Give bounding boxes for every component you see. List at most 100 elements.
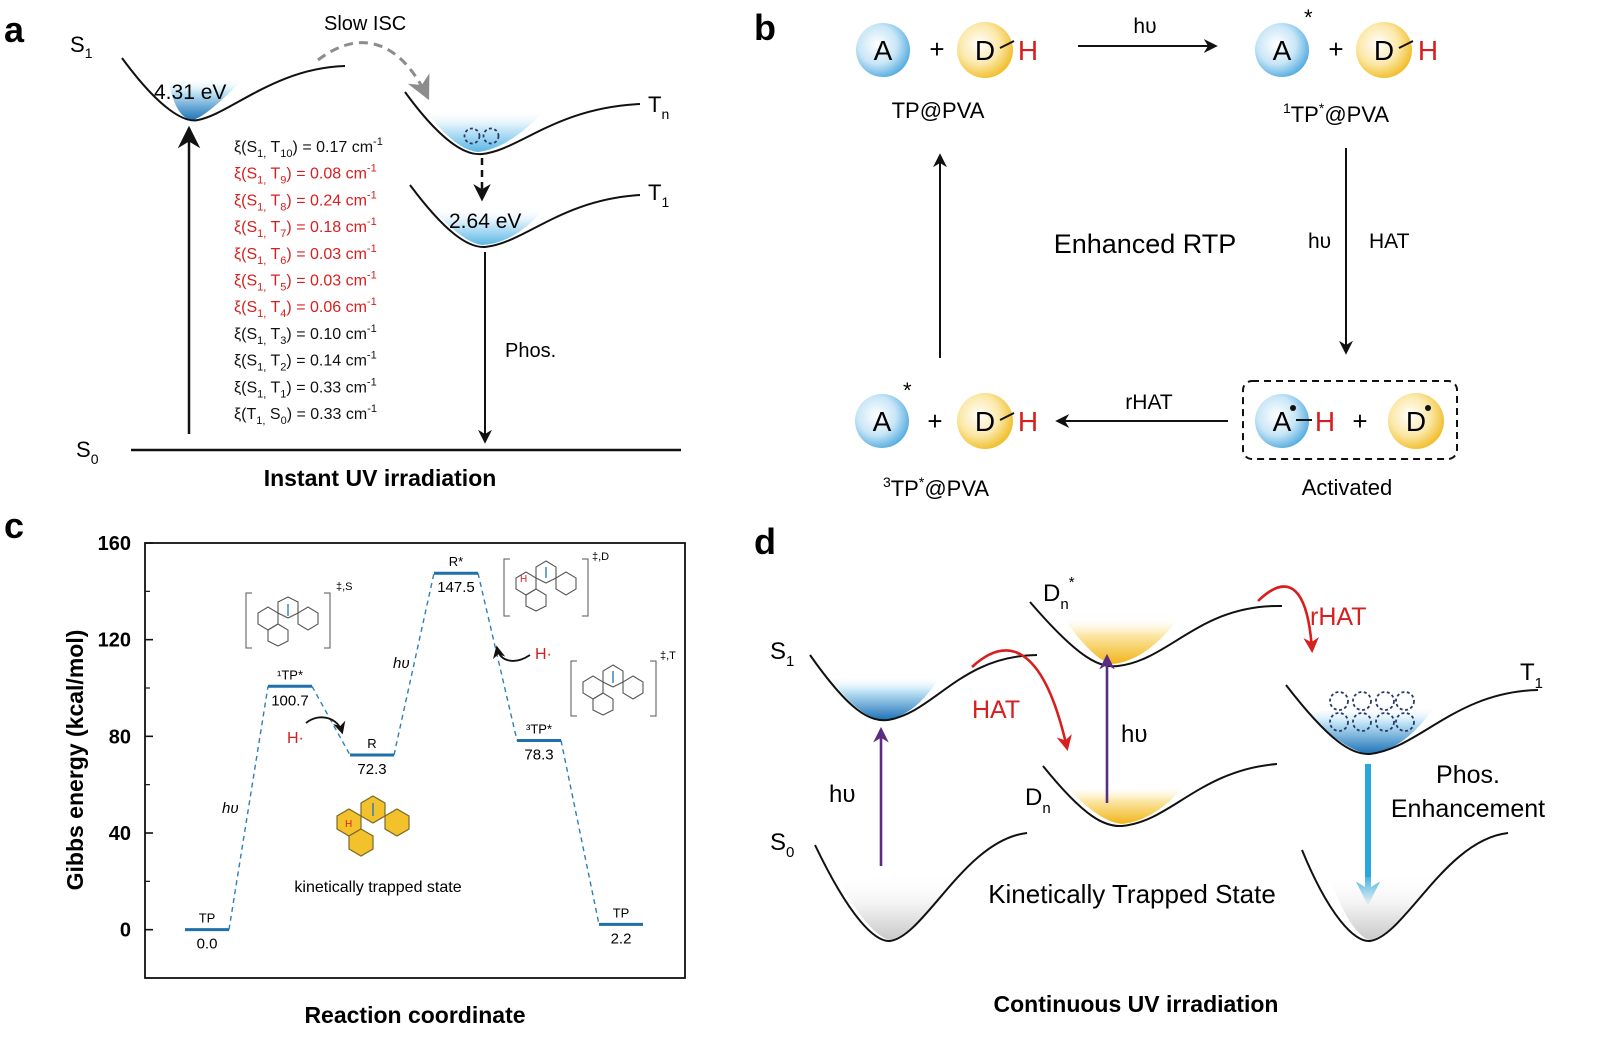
s1-curve xyxy=(809,654,1038,722)
soc-entry: ξ(S1, T10) = 0.17 cm-1 xyxy=(234,136,383,160)
ts-s-label: ‡,S xyxy=(336,581,353,593)
ts-structure-t: ‡,T xyxy=(570,650,676,717)
dn-curve xyxy=(1042,763,1278,828)
donor-label: D xyxy=(1374,35,1394,66)
h-radical-label: H· xyxy=(287,730,304,747)
t1-well-fill xyxy=(433,208,545,245)
t1-energy: 2.64 eV xyxy=(449,210,521,233)
tn-curve xyxy=(404,91,641,156)
plus-sign: + xyxy=(1328,34,1343,64)
donor-label: D xyxy=(975,406,995,437)
donor-label: D xyxy=(975,35,995,66)
hv-label: hυ xyxy=(393,655,410,672)
ts-d-label: ‡,D xyxy=(592,551,609,563)
hat-label: HAT xyxy=(1369,230,1410,253)
rhat-arrow-d xyxy=(1257,585,1319,654)
excited-star: * xyxy=(1304,5,1313,30)
tn-label: Tn xyxy=(648,92,669,122)
acceptor-label: A xyxy=(1273,35,1292,66)
connector-line xyxy=(560,740,600,925)
dn-star-curve xyxy=(1029,601,1283,668)
level-value: 78.3 xyxy=(524,746,553,763)
acceptor-circle xyxy=(1255,23,1309,77)
acceptor-label: A xyxy=(1273,406,1292,437)
s1-curve xyxy=(121,57,346,122)
hv-label: hυ xyxy=(1308,230,1331,253)
ts-structure-d: H ‡,D xyxy=(503,551,609,617)
hat-arrow-d xyxy=(971,649,1072,752)
acceptor-label: A xyxy=(874,35,893,66)
panel-b-label: b xyxy=(754,7,776,48)
ring-h-label: H xyxy=(345,819,352,830)
radical-dot xyxy=(1425,405,1431,411)
level-name: ³TP* xyxy=(526,721,552,736)
t1-label-d: T1 xyxy=(1520,659,1543,692)
t1-well-fill-d xyxy=(1307,706,1435,754)
s0-label-d: S0 xyxy=(770,829,794,861)
phos-label: Phos. xyxy=(505,340,556,362)
h-radical-label: H· xyxy=(535,646,552,663)
t1-label: T1 xyxy=(648,180,669,210)
y-axis-label: Gibbs energy (kcal/mol) xyxy=(62,630,88,891)
slow-isc-arrow xyxy=(317,41,430,101)
level-value: 0.0 xyxy=(197,936,218,953)
phos-label-d: Phos. xyxy=(1436,761,1500,789)
rhat-label: rHAT xyxy=(1125,391,1173,414)
panel-a: a S1 4.31 eV Slow ISC Tn 2.64 eV T1 Phos… xyxy=(4,9,681,491)
panel-d: d S1 S0 hυ HAT Dn* Dn hυ rHAT T1 xyxy=(754,521,1545,1017)
trapped-state-label: kinetically trapped state xyxy=(294,879,461,896)
t1-curve-d xyxy=(1285,684,1539,756)
s1-well-fill xyxy=(830,676,940,720)
exciton-cluster xyxy=(1329,691,1415,732)
excited-star: * xyxy=(903,378,912,403)
y-tick-label: 120 xyxy=(98,630,131,652)
dn-well-fill xyxy=(1070,785,1185,824)
exciton-circle xyxy=(463,127,481,145)
hv-label: hυ xyxy=(1121,721,1147,748)
acceptor-circle xyxy=(855,394,909,448)
panel-d-label: d xyxy=(754,521,776,562)
dn-star-label: Dn* xyxy=(1043,574,1075,613)
slow-isc-label: Slow ISC xyxy=(324,13,406,35)
hydrogen-label: H xyxy=(1315,406,1335,437)
enhancement-label: Enhancement xyxy=(1391,795,1545,823)
donor-label: D xyxy=(1406,406,1426,437)
s0-label: S0 xyxy=(76,437,99,467)
soc-entry: ξ(S1, T8) = 0.24 cm-1 xyxy=(234,189,377,213)
level-name: TP xyxy=(613,905,630,920)
s1-energy: 4.31 eV xyxy=(154,81,226,104)
y-tick-label: 40 xyxy=(109,823,131,845)
soc-entry: ξ(S1, T2) = 0.14 cm-1 xyxy=(234,350,377,374)
enhanced-rtp-label: Enhanced RTP xyxy=(1054,229,1237,259)
hydrogen-label: H xyxy=(1018,35,1038,66)
level-value: 147.5 xyxy=(437,579,475,596)
s1-well-fill xyxy=(168,78,240,120)
soc-entry: ξ(S1, T7) = 0.18 cm-1 xyxy=(234,216,377,240)
h-loss-arrow xyxy=(305,716,346,735)
trapped-state-label-d: Kinetically Trapped State xyxy=(988,879,1276,909)
ts-structure-s: ‡,S xyxy=(245,581,353,649)
dn-label: Dn xyxy=(1025,784,1051,817)
level-value: 72.3 xyxy=(357,761,386,778)
tp-pva-label: TP@PVA xyxy=(892,98,985,123)
d-h-bond xyxy=(999,40,1015,49)
hv-label: hυ xyxy=(1133,15,1156,38)
x-axis-label: Reaction coordinate xyxy=(304,1002,525,1028)
acceptor-label: A xyxy=(873,406,892,437)
level-value: 100.7 xyxy=(271,692,309,709)
panel-c-label: c xyxy=(4,505,24,546)
s0-curve xyxy=(814,832,1028,943)
activated-label: Activated xyxy=(1302,475,1393,500)
soc-entry: ξ(T1, S0) = 0.33 cm-1 xyxy=(234,403,377,427)
y-tick-label: 160 xyxy=(98,533,131,555)
level-name: R xyxy=(367,736,376,751)
activated-box xyxy=(1242,380,1458,460)
trapped-structure: H xyxy=(336,795,410,857)
level-value: 2.2 xyxy=(611,930,632,947)
h-loss-arrow xyxy=(492,645,531,662)
panel-d-caption: Continuous UV irradiation xyxy=(994,991,1279,1017)
